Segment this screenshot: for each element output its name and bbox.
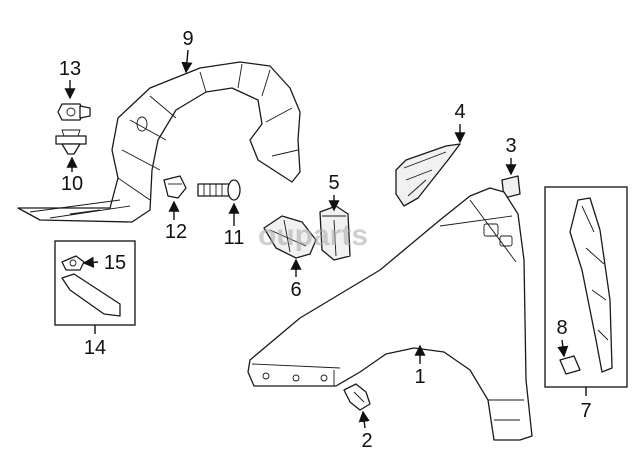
- box-14: [54, 240, 136, 326]
- push-clip-10-part: [55, 129, 87, 155]
- clip-8-part: [559, 355, 581, 375]
- callout-4: 4: [454, 101, 465, 123]
- fender-liner-part: [17, 61, 301, 223]
- brace-4-part: [395, 143, 461, 207]
- watermark: ouparts: [258, 219, 368, 252]
- leader-lines: [64, 49, 587, 429]
- callout-5: 5: [328, 172, 339, 194]
- callout-labels: 9 13 10 12 11 6 5 4 3 1 2 8 7 15 14: [59, 28, 592, 452]
- callout-15: 15: [104, 252, 126, 274]
- bolt-2-part: [343, 383, 371, 411]
- callout-7: 7: [580, 400, 591, 422]
- screw-11-part: [197, 179, 241, 201]
- seal-14-part: [61, 273, 121, 317]
- callout-11: 11: [224, 227, 245, 249]
- callout-8: 8: [556, 317, 567, 339]
- nut-clip-12-part: [163, 175, 187, 199]
- callout-13: 13: [59, 58, 81, 80]
- box-7: [544, 186, 628, 388]
- bracket-6-part: [263, 215, 317, 259]
- callout-10: 10: [61, 173, 83, 195]
- callout-6: 6: [290, 279, 301, 301]
- callout-2: 2: [361, 430, 372, 452]
- seal-7-part: [569, 197, 613, 373]
- callout-9: 9: [182, 28, 193, 50]
- callout-12: 12: [165, 221, 187, 243]
- bracket-5-part: [319, 205, 351, 261]
- clip-13-part: [57, 103, 91, 121]
- nut-15-part: [61, 255, 85, 271]
- fender-1-part: [247, 187, 533, 441]
- callout-3: 3: [505, 135, 516, 157]
- callout-14: 14: [84, 337, 106, 359]
- callout-1: 1: [414, 366, 425, 388]
